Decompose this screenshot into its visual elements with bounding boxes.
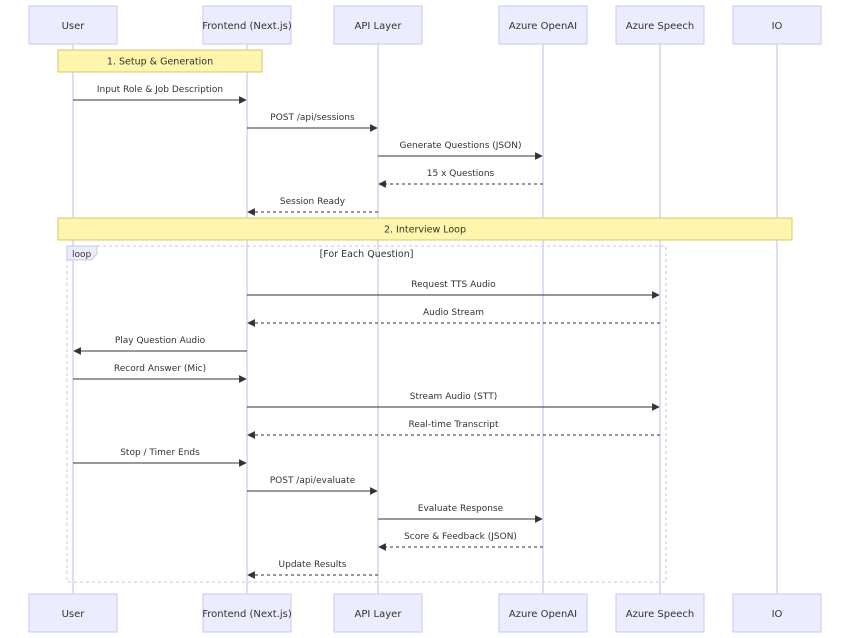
participant-label: IO [772,609,783,620]
participant-user-top: User [28,5,118,45]
participant-io-bottom: IO [732,593,822,633]
note-interview: 2. Interview Loop [57,217,793,241]
participant-box [498,5,588,45]
message-label: Stream Audio (STT) [410,392,497,402]
message: Play Question Audio [73,336,247,355]
participant-api-bottom: API Layer [333,593,423,633]
message: Generate Questions (JSON) [378,141,543,160]
participant-label: IO [772,21,783,32]
message: POST /api/evaluate [247,476,378,495]
message-label: Record Answer (Mic) [114,364,206,374]
participant-box [202,593,292,633]
participant-label: Azure Speech [626,21,695,32]
message-label: 15 x Questions [427,169,495,179]
participant-io-top: IO [732,5,822,45]
message: Session Ready [247,197,378,216]
message-label: Real-time Transcript [408,420,498,430]
participant-label: Frontend (Next.js) [202,609,292,620]
message: Stop / Timer Ends [73,448,247,467]
message-label: POST /api/evaluate [270,476,356,486]
participant-label: Frontend (Next.js) [202,21,292,32]
message-label: Evaluate Response [418,504,504,514]
loop-frame: loop [For Each Question] [66,245,667,583]
participant-label: Azure Speech [626,609,695,620]
message: Score & Feedback (JSON) [378,532,543,551]
participant-box [732,5,822,45]
participant-openai-top: Azure OpenAI [498,5,588,45]
message-label: Score & Feedback (JSON) [404,532,517,542]
message-label: Generate Questions (JSON) [400,141,522,151]
message: Request TTS Audio [247,280,660,299]
loop-label: loop [72,250,92,260]
message: Stream Audio (STT) [247,392,660,411]
participant-box [28,5,118,45]
message-label: POST /api/sessions [270,113,355,123]
participant-box [333,5,423,45]
participant-openai-bottom: Azure OpenAI [498,593,588,633]
participant-speech-top: Azure Speech [615,5,705,45]
note-box [57,217,793,241]
message: POST /api/sessions [247,113,378,132]
message-label: Audio Stream [423,308,484,318]
participant-api-top: API Layer [333,5,423,45]
message: Real-time Transcript [247,420,660,439]
participant-label: API Layer [355,21,403,32]
participant-label: User [62,609,86,620]
participant-frontend-top: Frontend (Next.js) [202,5,292,45]
participant-user-bottom: User [28,593,118,633]
participant-label: Azure OpenAI [509,609,577,620]
participant-box [615,593,705,633]
message: 15 x Questions [378,169,543,188]
message: Input Role & Job Description [73,85,247,104]
participant-box [732,593,822,633]
participant-label: API Layer [355,609,403,620]
message-label: Play Question Audio [115,336,206,346]
loop-box [66,245,667,583]
participant-box [498,593,588,633]
message: Update Results [247,560,378,579]
participant-speech-bottom: Azure Speech [615,593,705,633]
message-label: Stop / Timer Ends [120,448,200,458]
message: Record Answer (Mic) [73,364,247,383]
participant-box [28,593,118,633]
participant-box [615,5,705,45]
note-text: 2. Interview Loop [384,225,466,236]
participant-label: User [62,21,86,32]
note-text: 1. Setup & Generation [107,57,213,68]
loop-condition: [For Each Question] [320,249,414,260]
message-label: Input Role & Job Description [97,85,223,95]
message: Evaluate Response [378,504,543,523]
participant-frontend-bottom: Frontend (Next.js) [202,593,292,633]
participant-box [333,593,423,633]
note-box [57,49,263,73]
participant-label: Azure OpenAI [509,21,577,32]
message-label: Request TTS Audio [411,280,496,290]
participant-box [202,5,292,45]
message-label: Session Ready [280,197,346,207]
message: Audio Stream [247,308,660,327]
note-setup: 1. Setup & Generation [57,49,263,73]
message-label: Update Results [279,560,347,570]
loop-tab [66,245,98,261]
